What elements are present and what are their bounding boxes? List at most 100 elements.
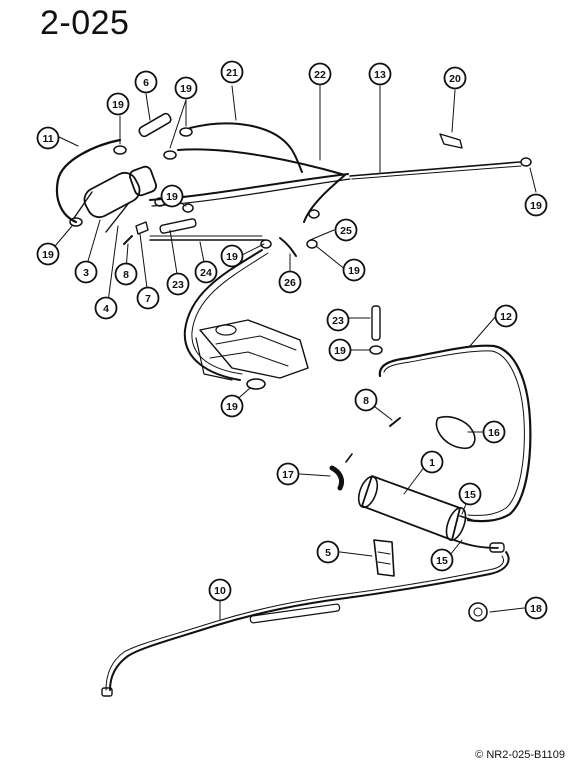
callout-circle [326, 308, 350, 332]
callout-circle [494, 304, 518, 328]
callout-label: 8 [363, 395, 369, 407]
callout-circle [194, 260, 218, 284]
callout-label: 19 [334, 345, 346, 357]
body-panel [195, 319, 309, 381]
callout-3: 3 [74, 260, 98, 284]
callout-25: 25 [334, 218, 358, 242]
callout-circle [220, 394, 244, 418]
callout-label: 19 [42, 249, 54, 261]
clamp-19-upper-2 [163, 150, 177, 160]
callout-label: 11 [42, 133, 53, 145]
callout-circle [308, 62, 332, 86]
callout-16: 16 [482, 420, 506, 444]
line-10-b [105, 555, 504, 691]
hose-15 [453, 539, 499, 549]
callout-23b: 23 [326, 308, 350, 332]
callout-label: 10 [214, 585, 226, 597]
callout-label: 1 [429, 457, 435, 469]
callout-circle [36, 242, 60, 266]
callout-circle [94, 296, 118, 320]
callout-17: 17 [276, 462, 300, 486]
callout-7: 7 [136, 286, 160, 310]
callout-circle [482, 420, 506, 444]
line-13-b [351, 165, 522, 180]
callout-label: 4 [103, 303, 109, 315]
callout-12: 12 [494, 304, 518, 328]
callout-label: 19 [226, 401, 238, 413]
hose-21 [189, 122, 303, 173]
callout-circle [134, 70, 158, 94]
callout-label: 7 [145, 293, 151, 305]
clamp-19-upper-3 [179, 127, 193, 137]
screw-8-lower [389, 417, 401, 427]
callout-circle [208, 578, 232, 602]
callout-label: 6 [143, 77, 149, 89]
callout-19i: 19 [220, 394, 244, 418]
callout-circle [524, 596, 548, 620]
callout-22: 22 [308, 62, 332, 86]
callout-10: 10 [208, 578, 232, 602]
callout-circle [136, 286, 160, 310]
bracket-5 [373, 539, 395, 577]
callout-label: 16 [488, 427, 500, 439]
callout-label: 19 [348, 265, 360, 277]
callout-circle [74, 260, 98, 284]
callout-label: 19 [166, 191, 178, 203]
callout-circle [106, 92, 130, 116]
callout-circle [174, 76, 198, 100]
clamp-19-upper-1 [113, 145, 127, 155]
callout-label: 15 [464, 489, 476, 501]
clamp-19-mid [369, 345, 383, 355]
callout-5: 5 [316, 540, 340, 564]
hose-12-b [383, 350, 525, 516]
callout-8b: 8 [354, 388, 378, 412]
callout-15a: 15 [458, 482, 482, 506]
callout-circle [354, 388, 378, 412]
line-10-sleeve [249, 603, 341, 624]
callout-19a: 19 [106, 92, 130, 116]
callout-label: 3 [83, 267, 89, 279]
callout-circle [334, 218, 358, 242]
line-22 [177, 148, 346, 223]
bracket-20 [439, 133, 463, 149]
callout-circle [458, 482, 482, 506]
callout-circle [166, 272, 190, 296]
callout-circle [443, 66, 467, 90]
callout-26: 26 [278, 270, 302, 294]
grommet-18 [468, 602, 488, 622]
callout-circle [368, 62, 392, 86]
callout-6: 6 [134, 70, 158, 94]
callout-label: 13 [374, 69, 386, 81]
callout-label: 20 [449, 73, 461, 85]
callout-label: 24 [200, 267, 212, 279]
canister-1 [357, 475, 473, 542]
clamp-19-upper-8 [260, 239, 272, 249]
connector-26 [279, 237, 297, 257]
elbow-17 [329, 465, 345, 491]
callout-19d: 19 [160, 184, 184, 208]
callout-circle [36, 126, 60, 150]
callout-circle [524, 193, 548, 217]
callout-18: 18 [524, 596, 548, 620]
callout-4: 4 [94, 296, 118, 320]
line-10-end [101, 687, 113, 697]
diagram-title: 2-025 [40, 4, 130, 42]
line-10 [109, 551, 510, 691]
hose-12 [378, 344, 532, 523]
callout-circle [160, 184, 184, 208]
callout-15b: 15 [430, 548, 454, 572]
callout-label: 19 [226, 251, 238, 263]
hose-23-lower [371, 305, 381, 341]
screw-8-upper [123, 235, 133, 245]
callout-circle [276, 462, 300, 486]
callout-circle [328, 338, 352, 362]
canister-upper [73, 165, 157, 233]
clamp-19-upper-4 [69, 217, 83, 227]
callout-label: 18 [530, 603, 542, 615]
callout-circle [430, 548, 454, 572]
callout-circle [220, 60, 244, 84]
callout-label: 5 [325, 547, 331, 559]
callout-circle [420, 450, 444, 474]
callout-circle [220, 244, 244, 268]
